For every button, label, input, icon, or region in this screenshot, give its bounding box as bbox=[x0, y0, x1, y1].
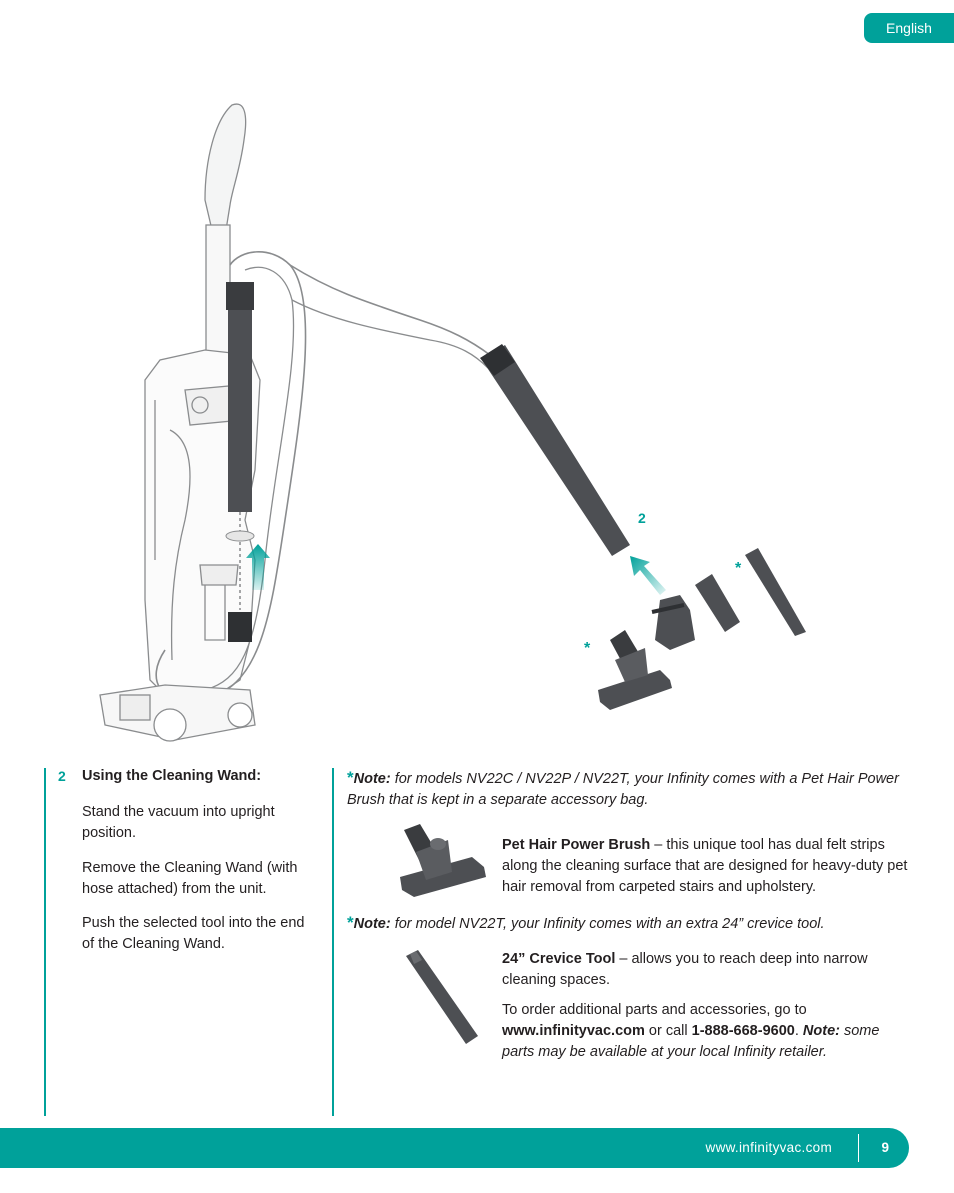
order-text: To order additional parts and accessorie… bbox=[502, 1002, 807, 1018]
asterisk-mark: * bbox=[735, 560, 742, 577]
crevice-tool-description: 24” Crevice Tool – allows you to reach d… bbox=[502, 949, 912, 991]
order-text: some parts may be available at your loca… bbox=[502, 1023, 880, 1060]
middle-column-rule bbox=[332, 768, 334, 1116]
page-number: 9 bbox=[881, 1140, 889, 1155]
website-link[interactable]: www.infinityvac.com bbox=[502, 1023, 645, 1039]
detached-wand bbox=[482, 345, 630, 556]
crevice-tool-note: *Note: for model NV22T, your Infinity co… bbox=[347, 912, 907, 935]
tool-description: – allows you to reach deep into narrow c… bbox=[502, 951, 868, 988]
tool-description: – this unique tool has dual felt strips … bbox=[502, 837, 908, 895]
left-column-rule bbox=[44, 768, 46, 1116]
note-label: Note: bbox=[353, 916, 391, 932]
order-text: . bbox=[794, 1023, 803, 1039]
arrow-up-icon bbox=[246, 544, 270, 590]
crevice-tool-image bbox=[406, 950, 478, 1044]
phone-number: 1-888-668-9600 bbox=[691, 1023, 795, 1039]
pet-brush-description: Pet Hair Power Brush – this unique tool … bbox=[502, 835, 912, 898]
wand-socket bbox=[228, 612, 252, 642]
order-text: or call bbox=[644, 1023, 692, 1039]
note-text: for model NV22T, your Infinity comes wit… bbox=[390, 916, 825, 932]
footer-bar: www.infinityvac.com 9 bbox=[0, 1128, 909, 1168]
note-asterisk: * bbox=[347, 913, 354, 932]
step-paragraph: Stand the vacuum into upright position. bbox=[82, 804, 275, 841]
step-paragraph: Remove the Cleaning Wand (with hose atta… bbox=[82, 860, 298, 897]
vacuum-wand-illustration: 2 * * bbox=[99, 103, 806, 742]
step-number: 2 bbox=[58, 768, 66, 784]
tool-name: Pet Hair Power Brush bbox=[502, 837, 651, 853]
crevice-tool-small bbox=[695, 574, 740, 632]
step-title: Using the Cleaning Wand: bbox=[82, 768, 262, 784]
note-label: Note: bbox=[353, 771, 391, 787]
footer-divider bbox=[858, 1134, 859, 1162]
dusting-brush-tool bbox=[651, 595, 695, 650]
footer-url[interactable]: www.infinityvac.com bbox=[705, 1140, 832, 1155]
wand-on-unit bbox=[228, 282, 252, 512]
pet-hair-power-brush-image bbox=[400, 824, 486, 897]
crevice-tool-long bbox=[745, 548, 806, 636]
asterisk-mark: * bbox=[584, 640, 591, 657]
note-text: for models NV22C / NV22P / NV22T, your I… bbox=[347, 771, 899, 808]
step-label: 2 bbox=[638, 510, 646, 526]
order-info: To order additional parts and accessorie… bbox=[502, 1000, 912, 1063]
tool-name: 24” Crevice Tool bbox=[502, 951, 616, 967]
arrow-diagonal-icon bbox=[630, 556, 666, 595]
language-tab: English bbox=[864, 13, 954, 43]
step-paragraph: Push the selected tool into the end of t… bbox=[82, 915, 305, 952]
note-label: Note: bbox=[802, 1023, 840, 1039]
note-asterisk: * bbox=[347, 768, 354, 787]
vacuum-line-art bbox=[99, 103, 491, 742]
pet-brush-note: *Note: for models NV22C / NV22P / NV22T,… bbox=[347, 767, 907, 811]
pet-hair-power-brush-tool bbox=[598, 630, 672, 710]
